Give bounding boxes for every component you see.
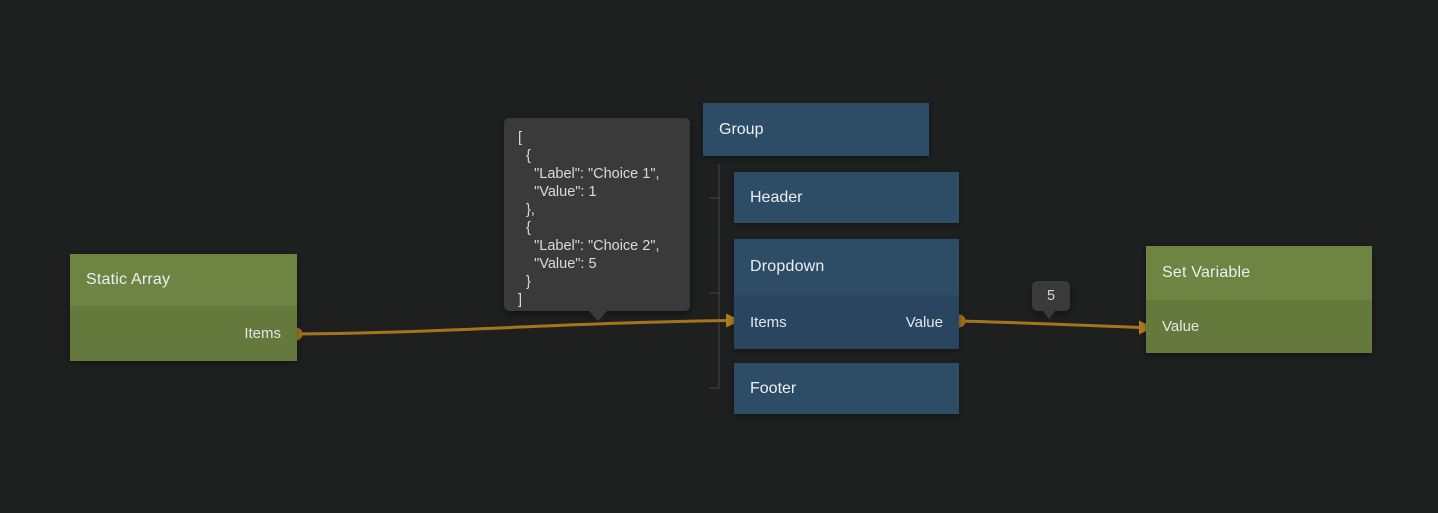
value-preview-text: 5 <box>1046 288 1056 304</box>
tooltip-caret <box>1042 310 1056 319</box>
node-title: Footer <box>750 379 797 397</box>
output-label-value: Value <box>905 313 943 331</box>
input-label-items: Items <box>750 313 787 331</box>
input-label-value: Value <box>1162 318 1200 335</box>
value-preview-tooltip: 5 <box>1032 281 1070 319</box>
wire-value-to-setvariable[interactable] <box>958 319 1141 329</box>
node-static-array[interactable]: Static Array Items <box>70 254 297 361</box>
node-title: Set Variable <box>1162 264 1251 281</box>
node-title: Group <box>719 120 764 138</box>
node-set-variable-title: Set Variable <box>1146 246 1372 300</box>
node-header-child[interactable]: Header <box>734 172 959 223</box>
wire-items-to-dropdown[interactable] <box>295 319 728 336</box>
node-title: Dropdown <box>750 258 825 275</box>
group-tree-connector <box>709 164 720 389</box>
array-preview-json: [ { "Label": "Choice 1", "Value": 1 }, {… <box>518 130 660 308</box>
node-static-array-title: Static Array <box>70 254 297 306</box>
node-set-variable[interactable]: Set Variable Value <box>1146 246 1372 353</box>
tooltip-caret <box>588 310 608 321</box>
node-dropdown[interactable]: Dropdown Items Value <box>734 239 959 349</box>
node-group[interactable]: Group <box>703 103 929 156</box>
node-footer-child[interactable]: Footer <box>734 363 959 414</box>
array-preview-tooltip: [ { "Label": "Choice 1", "Value": 1 }, {… <box>504 118 690 321</box>
node-title: Header <box>750 188 803 206</box>
output-label-items: Items <box>244 325 281 342</box>
node-title: Static Array <box>86 271 171 288</box>
node-dropdown-title: Dropdown <box>734 239 959 295</box>
